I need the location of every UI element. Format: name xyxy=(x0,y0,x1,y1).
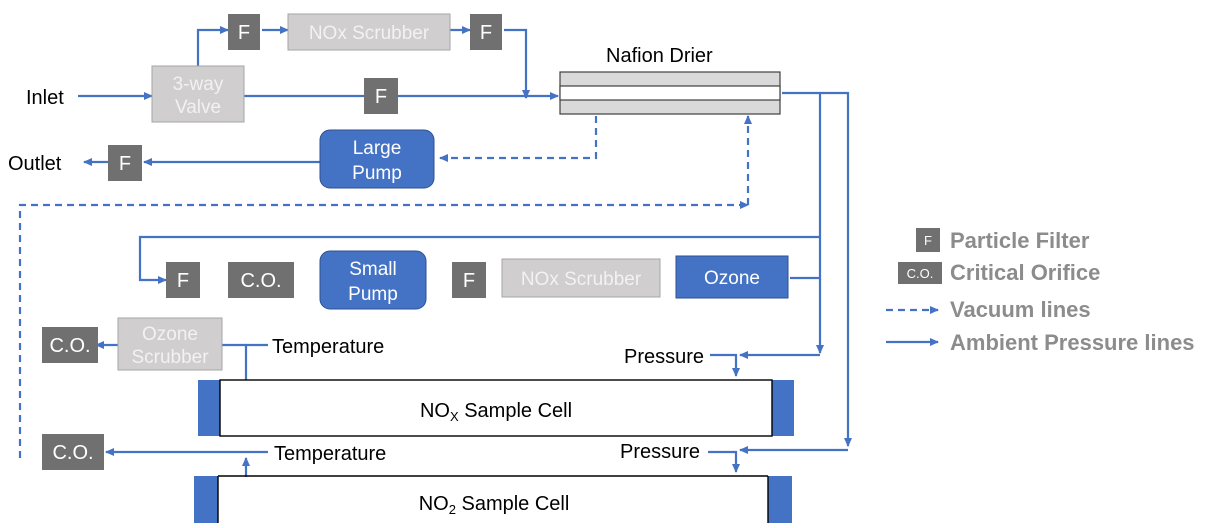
nox-scrubber-label: NOx Scrubber xyxy=(521,269,642,290)
filter-top-left: F xyxy=(228,14,260,50)
legend: F Particle Filter C.O. Critical Orifice … xyxy=(886,228,1195,355)
small-pump: Small Pump xyxy=(319,250,427,310)
nafion-drier xyxy=(559,71,781,115)
filter-top-right: F xyxy=(470,14,502,50)
critical-orifice-top-left: C.O. xyxy=(42,327,98,363)
vacuum-lines xyxy=(18,115,752,458)
filter-letter: F xyxy=(375,86,387,108)
top-branch-down-line xyxy=(504,28,530,99)
filter-letter: F xyxy=(238,22,250,44)
legend-filter-item: F Particle Filter xyxy=(916,228,1090,253)
temperature-label-top: Temperature xyxy=(272,336,384,358)
three-way-valve: 3-way Valve xyxy=(151,65,245,123)
filter-letter: F xyxy=(480,22,492,44)
outlet-label: Outlet xyxy=(8,153,62,175)
critical-orifice-bottom-left: C.O. xyxy=(42,434,104,470)
drier-to-pump-vacuum xyxy=(439,116,598,162)
nox-cell-label: NOX Sample Cell xyxy=(420,400,572,424)
ambient-pressure-lines xyxy=(78,26,852,477)
pressure-label-bottom: Pressure xyxy=(620,441,700,463)
small-pump-line1: Small xyxy=(349,259,397,280)
nafion-drier-label: Nafion Drier xyxy=(606,45,713,67)
inlet-label: Inlet xyxy=(26,87,64,109)
nox-scrubber-top: NOx Scrubber xyxy=(287,13,451,51)
filter-mid-right: F xyxy=(452,262,486,298)
filter-inline: F xyxy=(364,78,398,114)
valve-label-line1: 3-way xyxy=(173,74,224,95)
filter-letter: F xyxy=(463,270,475,292)
no2-sample-cell: NO2 Sample Cell xyxy=(194,475,792,523)
legend-filter-icon: F xyxy=(924,233,932,248)
legend-co-icon: C.O. xyxy=(907,266,934,281)
co-label: C.O. xyxy=(49,335,90,357)
legend-co-item: C.O. Critical Orifice xyxy=(898,260,1100,285)
legend-co-label: Critical Orifice xyxy=(950,260,1100,285)
ozone-generator: Ozone xyxy=(675,255,789,299)
filter-mid-left: F xyxy=(166,262,200,298)
legend-filter-label: Particle Filter xyxy=(950,228,1090,253)
valve-to-top-filter-line xyxy=(196,26,229,66)
temperature-label-bottom: Temperature xyxy=(274,443,386,465)
filter-outlet: F xyxy=(108,145,142,181)
vacuum-loop xyxy=(18,201,749,458)
no2-cell-label: NO2 Sample Cell xyxy=(419,493,570,517)
nox-temperature-line xyxy=(244,343,268,380)
ozone-scrubber: Ozone Scrubber xyxy=(117,317,223,371)
valve-label-line2: Valve xyxy=(175,97,221,118)
filter-letter: F xyxy=(119,153,131,175)
legend-vacuum-label: Vacuum lines xyxy=(950,297,1091,322)
pressure-label-top: Pressure xyxy=(624,346,704,368)
legend-ambient-label: Ambient Pressure lines xyxy=(950,330,1195,355)
nox-scrubber-mid: NOx Scrubber xyxy=(501,258,661,298)
large-pump-line1: Large xyxy=(353,138,402,159)
nox-sample-cell: NOX Sample Cell xyxy=(198,379,794,437)
small-pump-line2: Pump xyxy=(348,284,398,305)
ozone-scrubber-line1: Ozone xyxy=(142,324,198,345)
co-label: C.O. xyxy=(240,270,281,292)
nox-scrubber-label: NOx Scrubber xyxy=(309,23,430,44)
large-pump: Large Pump xyxy=(319,129,435,189)
no2-pressure-tap xyxy=(708,450,740,473)
ozone-label: Ozone xyxy=(704,268,760,289)
large-pump-line2: Pump xyxy=(352,163,402,184)
co-label: C.O. xyxy=(52,442,93,464)
nox-pressure-tap xyxy=(710,353,740,377)
legend-ambient-item: Ambient Pressure lines xyxy=(886,330,1195,355)
legend-vacuum-item: Vacuum lines xyxy=(886,297,1091,322)
ozone-scrubber-line2: Scrubber xyxy=(131,347,209,368)
mid-row-feed-line xyxy=(138,235,820,284)
critical-orifice-mid: C.O. xyxy=(228,262,294,298)
filter-letter: F xyxy=(177,270,189,292)
main-manifold-right xyxy=(820,91,852,447)
